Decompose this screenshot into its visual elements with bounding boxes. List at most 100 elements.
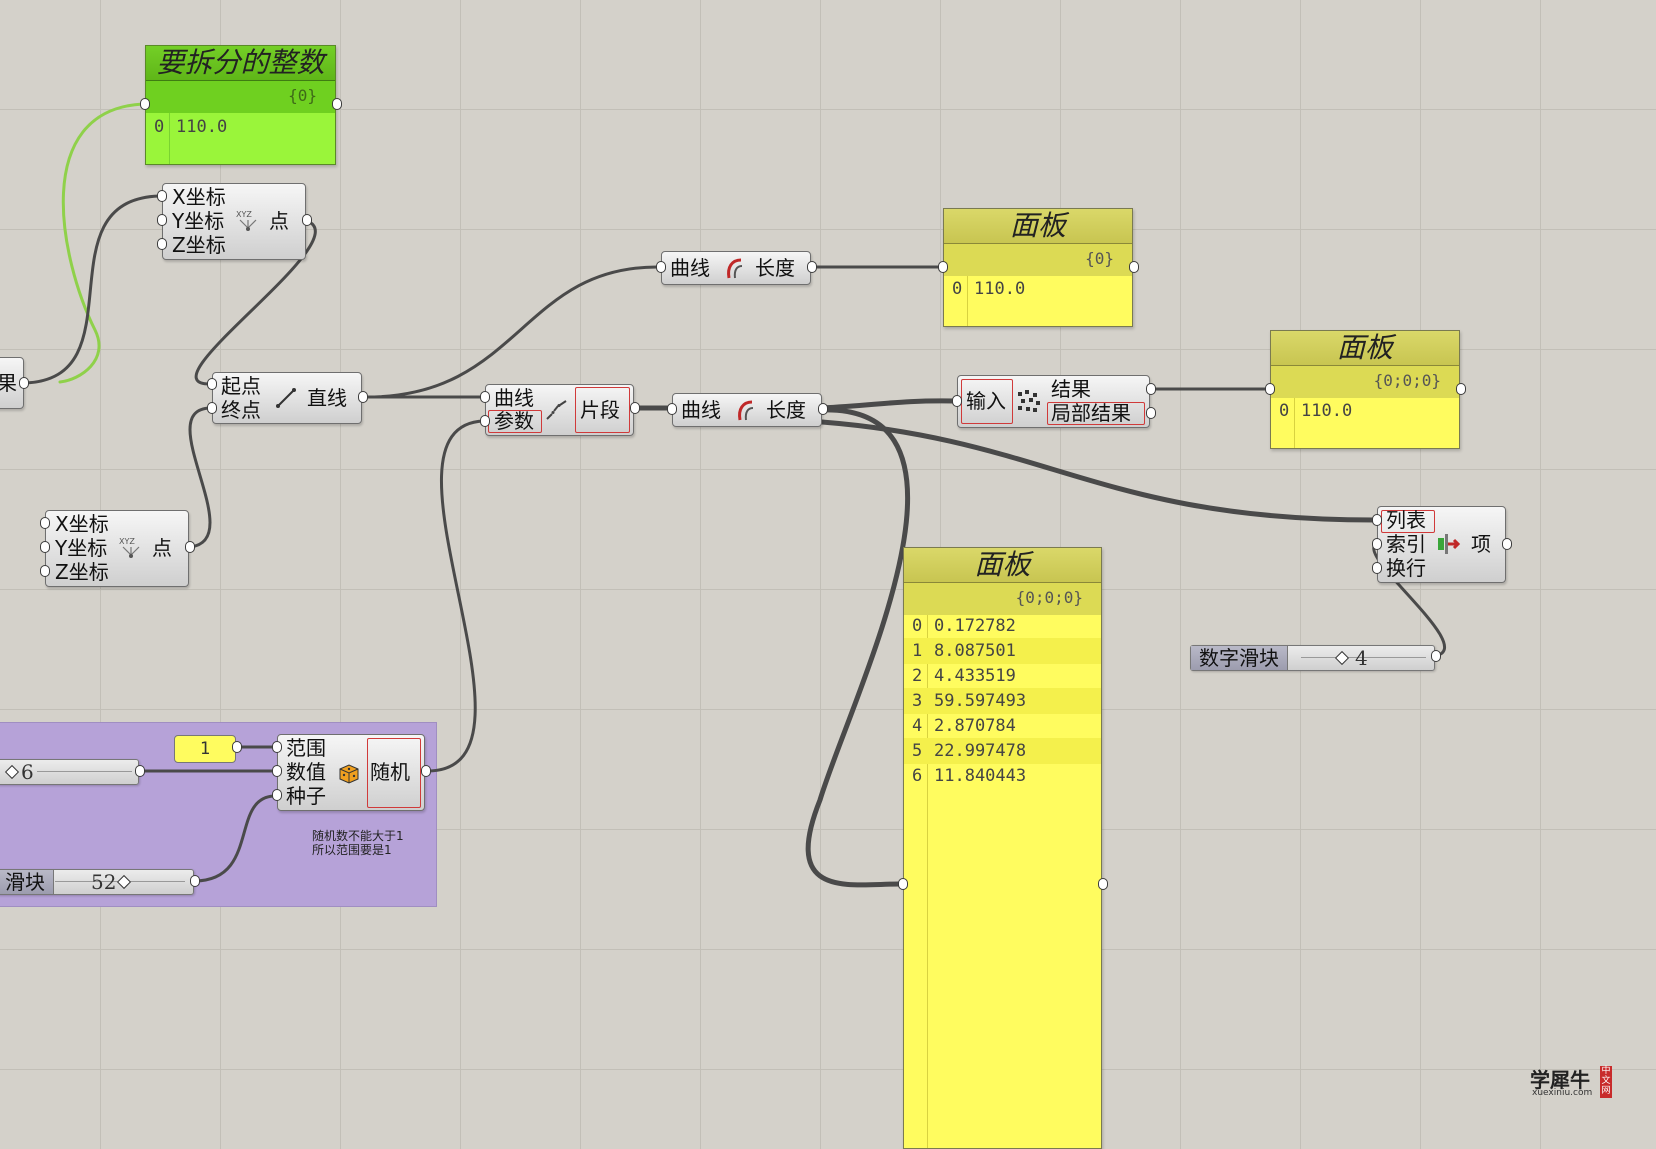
input-start[interactable]: 起点 [221,374,261,398]
grip[interactable] [272,765,282,777]
length-component[interactable]: 曲线 长度 [661,251,811,285]
grip[interactable] [1372,562,1382,574]
output-length[interactable]: 长度 [766,398,806,422]
input-index[interactable]: 索引 [1386,532,1426,556]
input-x[interactable]: X坐标 [55,512,109,536]
partial-output-label[interactable]: 果 [0,371,17,395]
grip[interactable] [358,391,368,403]
line-icon [276,388,296,408]
input-end[interactable]: 终点 [221,398,261,422]
input-z[interactable]: Z坐标 [55,560,109,584]
line-component[interactable]: 起点 终点 直线 [212,372,362,424]
grip[interactable] [157,190,167,202]
input-y[interactable]: Y坐标 [55,536,108,560]
grip[interactable] [480,415,490,427]
grip[interactable] [185,541,195,553]
wire-length-to-panel-seg [805,407,911,888]
grip[interactable] [272,741,282,753]
input-seed[interactable]: 种子 [286,784,326,808]
input-x[interactable]: X坐标 [172,185,226,209]
construct-point-component[interactable]: X坐标 Y坐标 Z坐标 XYZ 点 [45,510,189,587]
length-panel[interactable]: 面板 {0} 0 110.0 [943,208,1133,327]
grip[interactable] [207,378,217,390]
mass-addition-component[interactable]: 输入 结果 局部结果 [957,375,1150,428]
list-item-component[interactable]: 列表 索引 换行 项 [1377,506,1506,583]
grip[interactable] [1456,383,1466,395]
grip[interactable] [302,214,312,226]
output-random[interactable]: 随机 [370,760,410,784]
wire-point2-to-end [188,406,212,549]
input-y[interactable]: Y坐标 [172,209,225,233]
grip[interactable] [19,377,29,389]
input-curve[interactable]: 曲线 [681,398,721,422]
construct-point-component[interactable]: X坐标 Y坐标 Z坐标 XYZ 点 [162,183,306,260]
grip[interactable] [656,261,666,273]
shatter-component[interactable]: 曲线 参数 片段 [485,384,634,436]
input-range[interactable]: 范围 [286,736,326,760]
count-slider[interactable]: 6 [0,759,139,785]
random-component[interactable]: 范围 数值 种子 随机 [277,734,425,811]
slider-knob[interactable] [1334,650,1350,666]
grip[interactable] [1502,538,1512,550]
input-wrap[interactable]: 换行 [1386,556,1426,580]
grip[interactable] [480,391,490,403]
input-list[interactable]: 列表 [1386,508,1426,532]
grip[interactable] [207,402,217,414]
input-curve[interactable]: 曲线 [494,386,534,410]
input-values[interactable]: 输入 [966,389,1006,413]
input-grip[interactable] [140,98,150,110]
slider-knob[interactable] [116,874,132,890]
output-partial[interactable]: 局部结果 [1051,401,1131,425]
length-component[interactable]: 曲线 长度 [672,393,822,427]
result-panel[interactable]: 面板 {0;0;0} 0 110.0 [1270,330,1460,449]
output-segments[interactable]: 片段 [580,398,620,422]
slider-value: 52 [91,870,117,894]
output-point[interactable]: 点 [269,209,289,233]
slider-name: 滑块 [0,870,54,894]
grip[interactable] [40,541,50,553]
grip[interactable] [667,403,677,415]
input-curve[interactable]: 曲线 [670,256,710,280]
grip[interactable] [40,565,50,577]
output-result[interactable]: 结果 [1051,377,1091,401]
input-number[interactable]: 数值 [286,760,326,784]
grip[interactable] [1129,261,1139,273]
input-z[interactable]: Z坐标 [172,233,226,257]
grip[interactable] [1372,514,1382,526]
grip[interactable] [1431,650,1441,662]
grip[interactable] [135,765,145,777]
range-value-param[interactable]: 1 [174,735,236,763]
number-slider[interactable]: 数字滑块 4 [1190,645,1435,671]
grip[interactable] [898,878,908,890]
grip[interactable] [1146,407,1156,419]
output-line[interactable]: 直线 [307,386,347,410]
grip[interactable] [157,214,167,226]
grip[interactable] [938,261,948,273]
input-params[interactable]: 参数 [494,409,534,433]
grip[interactable] [630,402,640,414]
grip[interactable] [1098,878,1108,890]
grip[interactable] [1372,538,1382,550]
grip[interactable] [1146,383,1156,395]
slider-name: 数字滑块 [1191,646,1288,670]
output-grip[interactable] [332,98,342,110]
grip[interactable] [952,395,962,407]
grip[interactable] [190,875,200,887]
grip[interactable] [232,741,242,753]
slider-knob[interactable] [4,764,20,780]
green-input-panel[interactable]: 要拆分的整数 {0} 0 110.0 [145,45,336,165]
grip[interactable] [807,261,817,273]
seed-slider[interactable]: 滑块 52 [0,869,194,895]
output-item[interactable]: 项 [1471,532,1491,556]
grip[interactable] [272,789,282,801]
grip[interactable] [421,765,431,777]
output-point[interactable]: 点 [152,536,172,560]
grip[interactable] [40,517,50,529]
output-length[interactable]: 长度 [755,256,795,280]
grip[interactable] [818,403,828,415]
group-note-line1: 随机数不能大于1 [312,829,404,843]
grip[interactable] [1265,383,1275,395]
grip[interactable] [157,238,167,250]
